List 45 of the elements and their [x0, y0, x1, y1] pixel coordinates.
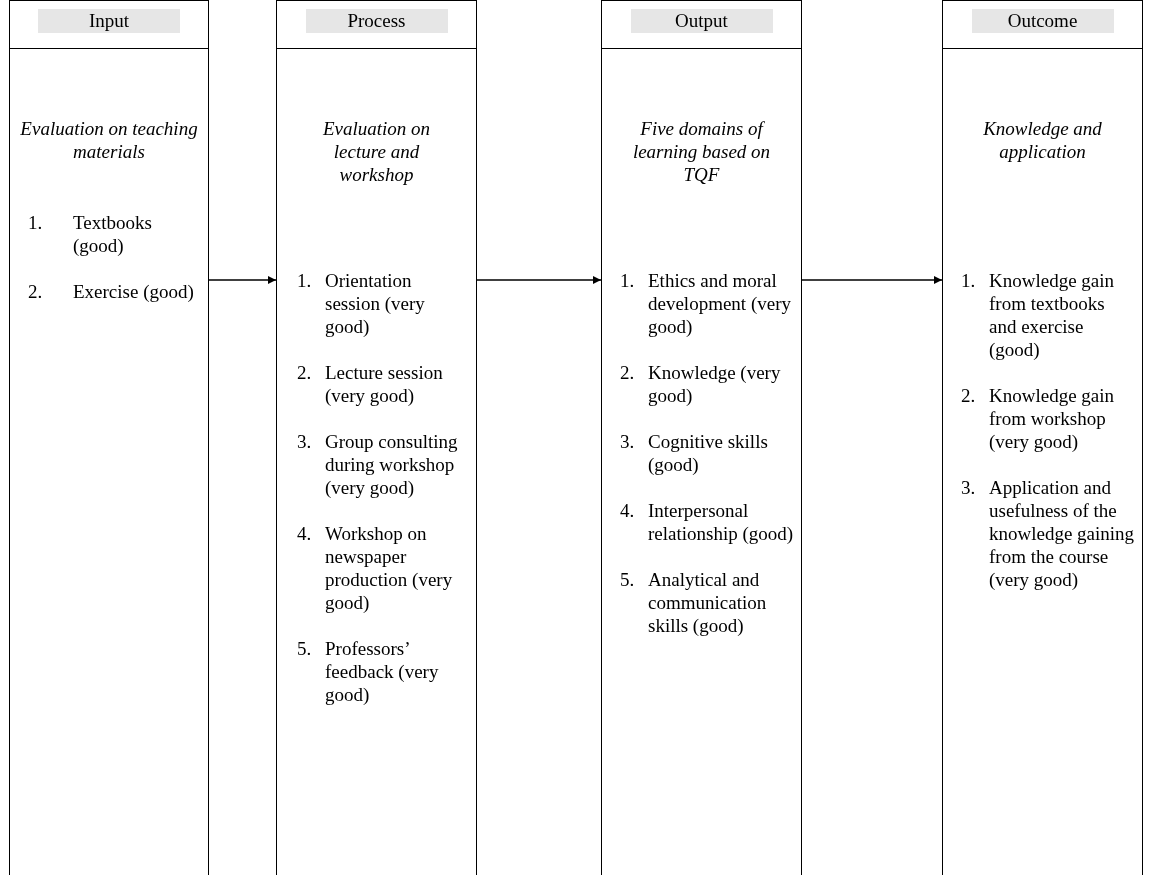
list-number: 2. — [297, 361, 313, 384]
column-subtitle: Evaluation on teaching materials — [19, 117, 199, 163]
column-heading: Process — [305, 9, 448, 33]
list-number: 4. — [620, 499, 636, 522]
column-subtitle: Five domains of learning based on TQF — [631, 117, 772, 186]
list-number: 2. — [961, 384, 977, 407]
list-number: 2. — [28, 280, 44, 303]
column-panel — [9, 0, 209, 875]
list-item-text: Cognitive skills (good) — [648, 430, 769, 476]
column-subtitle: Evaluation on lecture and workshop — [321, 117, 432, 186]
list-item-text: Orientation session (very good) — [325, 269, 426, 338]
list-item-text: Knowledge gain from textbooks and exercise (good) — [989, 269, 1116, 361]
list-number: 2. — [620, 361, 636, 384]
list-number: 4. — [297, 522, 313, 545]
list-item-text: Textbooks (good) — [73, 211, 153, 257]
list-number: 1. — [297, 269, 313, 292]
column-heading: Output — [630, 9, 773, 33]
list-number: 1. — [28, 211, 44, 234]
list-item-text: Knowledge (very good) — [648, 361, 782, 407]
list-number: 5. — [297, 637, 313, 660]
list-number: 3. — [620, 430, 636, 453]
column-panel — [942, 0, 1143, 875]
list-item-text: Knowledge gain from workshop (very good) — [989, 384, 1116, 453]
list-item-text: Interpersonal relationship (good) — [648, 499, 795, 545]
list-item-text: Ethics and moral development (very good) — [648, 269, 792, 338]
arrow — [801, 276, 943, 284]
list-item-text: Professors’ feedback (very good) — [325, 637, 440, 706]
list-item-text: Exercise (good) — [73, 280, 195, 303]
column-panel — [276, 0, 477, 875]
arrow — [208, 276, 277, 284]
list-item-text: Group consulting during workshop (very good) — [325, 430, 459, 499]
list-item-text: Analytical and communication skills (good) — [648, 568, 768, 637]
list-number: 1. — [961, 269, 977, 292]
list-item-text: Application and usefulness of the knowledge gaining from the course (very good) — [989, 476, 1136, 591]
column-heading: Outcome — [971, 9, 1114, 33]
list-number: 1. — [620, 269, 636, 292]
list-item-text: Lecture session (very good) — [325, 361, 444, 407]
list-number: 3. — [961, 476, 977, 499]
list-item-text: Workshop on newspaper production (very good) — [325, 522, 454, 614]
arrow — [476, 276, 602, 284]
column-panel — [601, 0, 802, 875]
column-heading: Input — [38, 9, 180, 33]
list-number: 3. — [297, 430, 313, 453]
list-number: 5. — [620, 568, 636, 591]
column-subtitle: Knowledge and application — [982, 117, 1103, 163]
